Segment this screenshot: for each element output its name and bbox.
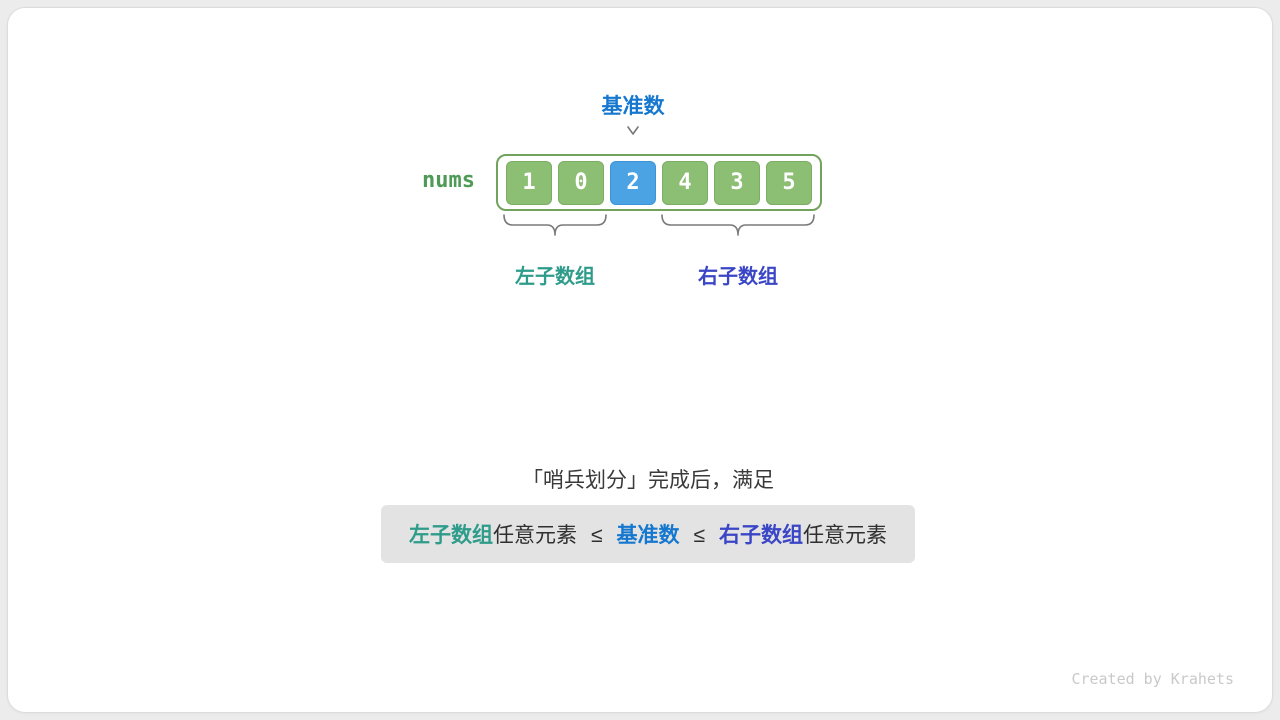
- array-cell: 5: [766, 160, 812, 205]
- right-brace-icon: [661, 214, 815, 236]
- condition-right-subarray: 右子数组: [719, 524, 804, 547]
- left-subarray-label: 左子数组: [515, 266, 595, 288]
- caption-text: 「哨兵划分」完成后，满足: [522, 469, 774, 492]
- arrow-down-icon: [627, 126, 639, 135]
- condition-box: 左子数组任意元素≤基准数≤右子数组任意元素: [380, 505, 916, 563]
- array-cell: 4: [662, 160, 708, 205]
- right-subarray-label: 右子数组: [698, 266, 778, 288]
- pivot-label: 基准数: [601, 95, 665, 118]
- condition-pivot: 基准数: [616, 524, 680, 547]
- condition-leq-2: ≤: [693, 524, 706, 547]
- condition-left-suffix: 任意元素: [492, 524, 577, 547]
- condition-right-suffix: 任意元素: [803, 524, 888, 547]
- condition-left-subarray: 左子数组: [408, 524, 493, 547]
- condition-wrap: 左子数组任意元素≤基准数≤右子数组任意元素: [8, 505, 1280, 563]
- condition-leq-1: ≤: [590, 524, 603, 547]
- diagram-card: 基准数 nums 1 0 2 4 3 5 左子数组 右子数组 「哨兵划分」完成后…: [7, 7, 1273, 713]
- array-cell: 1: [506, 160, 552, 205]
- credit-text: Created by Krahets: [1071, 670, 1234, 688]
- array-cell: 3: [714, 160, 760, 205]
- nums-array: 1 0 2 4 3 5: [496, 154, 822, 211]
- array-cell: 0: [558, 160, 604, 205]
- left-brace-icon: [503, 214, 607, 236]
- nums-label: nums: [422, 168, 475, 193]
- array-cell-pivot: 2: [610, 160, 656, 205]
